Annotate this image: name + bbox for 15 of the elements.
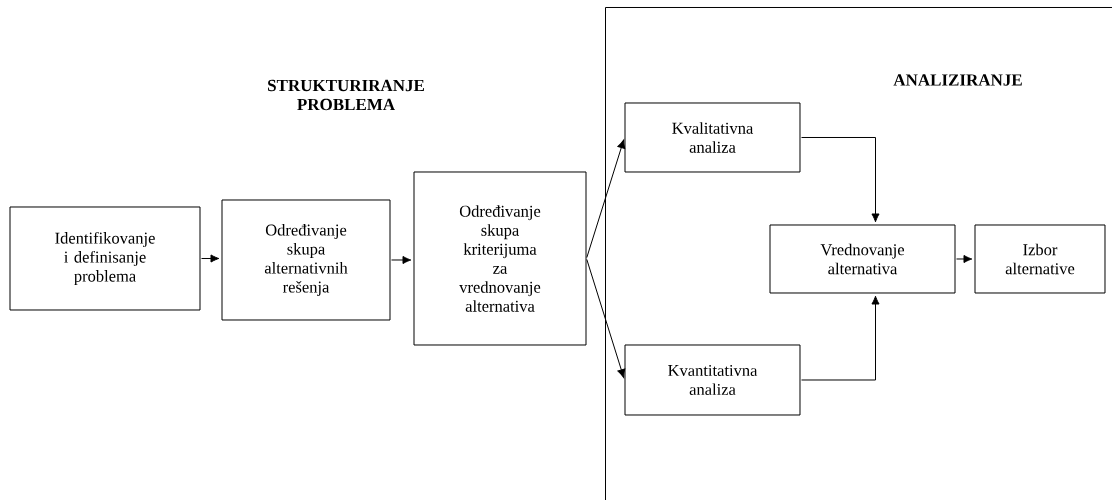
- arrow: [586, 139, 626, 259]
- process-box: Kvalitativna analiza: [624, 102, 801, 173]
- arrow: [801, 295, 880, 381]
- process-box: Kvantitativna analiza: [624, 344, 801, 416]
- process-box: Izbor alternative: [974, 224, 1106, 294]
- arrow: [586, 258, 626, 378]
- process-box: Određivanje skupa kriterijuma za vrednovanje alternativa: [413, 171, 587, 346]
- arrow: [956, 254, 973, 264]
- process-box: Vrednovanje alternativa: [769, 224, 956, 294]
- arrow: [801, 137, 880, 223]
- process-box: Identifikovanje i definisanje problema: [9, 206, 201, 311]
- arrow: [391, 255, 412, 265]
- section-heading: STRUKTURIRANJE PROBLEMA: [268, 79, 424, 111]
- arrow: [201, 254, 220, 263]
- process-box: Određivanje skupa alternativnih rešenja: [221, 199, 391, 321]
